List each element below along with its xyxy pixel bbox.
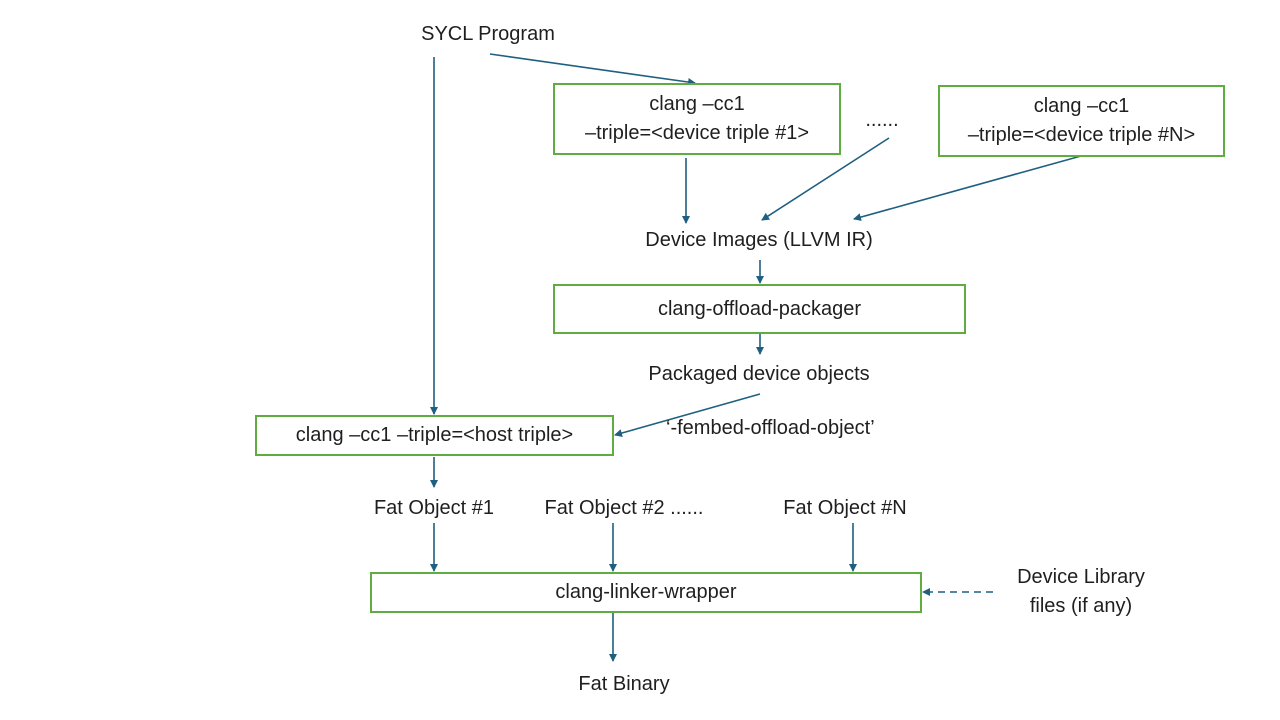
- fat-binary-label: Fat Binary: [578, 673, 670, 695]
- device-library-label: Device Library files (if any): [1017, 563, 1145, 621]
- fat-object-1-label: Fat Object #1: [373, 497, 495, 519]
- device-compile-last-line-2: –triple=<device triple #N>: [967, 124, 1196, 146]
- linker-wrapper-label: clang-linker-wrapper: [555, 581, 737, 603]
- device-compile-first-line-2: –triple=<device triple #1>: [584, 122, 810, 144]
- offload-packager-box: clang-offload-packager: [553, 284, 966, 334]
- device-compile-first-line-1: clang –cc1: [649, 93, 745, 115]
- fat-object-n-label: Fat Object #N: [783, 497, 907, 519]
- fat-object-2-label: Fat Object #2 ......: [544, 497, 704, 519]
- host-compile-label: clang –cc1 –triple=<host triple>: [295, 424, 574, 446]
- device-images-label: Device Images (LLVM IR): [645, 229, 873, 251]
- embed-offload-option-label: ‘-fembed-offload-object’: [666, 417, 875, 439]
- arrow-sycl-to-device-compile-1: [489, 53, 696, 86]
- device-library-line-2: files (if any): [1029, 595, 1133, 617]
- arrow-device-compile-n-to-images: [853, 155, 1082, 221]
- packaged-device-objects-label: Packaged device objects: [648, 363, 870, 385]
- host-compile-box: clang –cc1 –triple=<host triple>: [255, 415, 614, 456]
- device-compile-box-first: clang –cc1 –triple=<device triple #1>: [553, 83, 841, 155]
- arrow-packaged-to-host-compile: [614, 393, 761, 437]
- linker-wrapper-box: clang-linker-wrapper: [370, 572, 922, 613]
- device-compile-box-last: clang –cc1 –triple=<device triple #N>: [938, 85, 1225, 157]
- sycl-program-label: SYCL Program: [421, 23, 555, 45]
- device-compile-last-line-1: clang –cc1: [1033, 95, 1130, 117]
- arrow-ellipsis-to-images: [761, 137, 890, 221]
- device-compile-ellipsis: ......: [865, 109, 899, 131]
- device-library-line-1: Device Library: [1017, 566, 1145, 588]
- offload-packager-label: clang-offload-packager: [657, 297, 862, 320]
